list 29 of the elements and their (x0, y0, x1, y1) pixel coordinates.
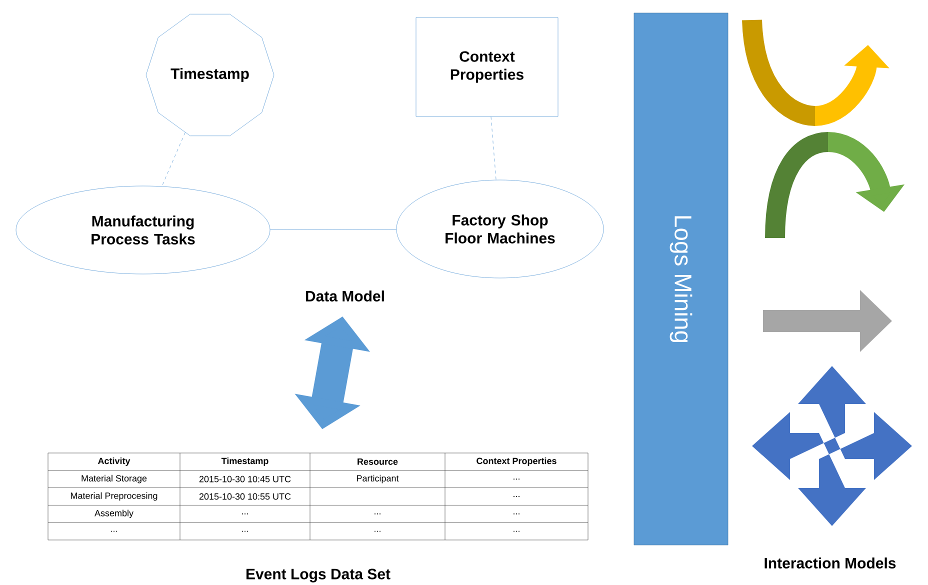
table-cell: ... (111, 530, 117, 532)
table-cell: Assembly (94, 510, 134, 518)
table-cell: ... (242, 513, 248, 514)
section-title: Data Model (306, 290, 384, 302)
data-table (48, 452, 588, 540)
section-title: Interaction Models (764, 557, 896, 568)
connector-line (490, 116, 496, 180)
table-caption: Event Logs Data Set (246, 568, 390, 582)
connector-line (162, 132, 186, 186)
table-cell: ... (514, 513, 520, 514)
connector-line (270, 229, 397, 230)
context-box: Context Properties (416, 17, 558, 117)
table-cell: 2015-10-30 10:55 UTC (199, 493, 291, 500)
table-cell: Resource (358, 458, 398, 465)
table-cell: ... (514, 530, 520, 532)
table-cell: Material Preprocesing (70, 492, 158, 501)
table-cell: ... (514, 478, 520, 480)
table-cell: ... (374, 530, 380, 532)
table-cell: Material Storage (82, 474, 147, 484)
table-cell: Participant (356, 474, 399, 484)
table-cell: Timestamp (221, 458, 268, 466)
table-cell: Context Properties (476, 458, 556, 466)
table-cell: ... (374, 513, 380, 514)
table-cell: ... (242, 530, 248, 532)
mining-bar: Logs Mining (634, 12, 728, 546)
table-cell: Activity (98, 458, 130, 466)
decagon-node: Timestamp (146, 14, 274, 136)
table-cell: 2015-10-30 10:45 UTC (199, 476, 291, 482)
table-cell: ... (514, 496, 520, 497)
